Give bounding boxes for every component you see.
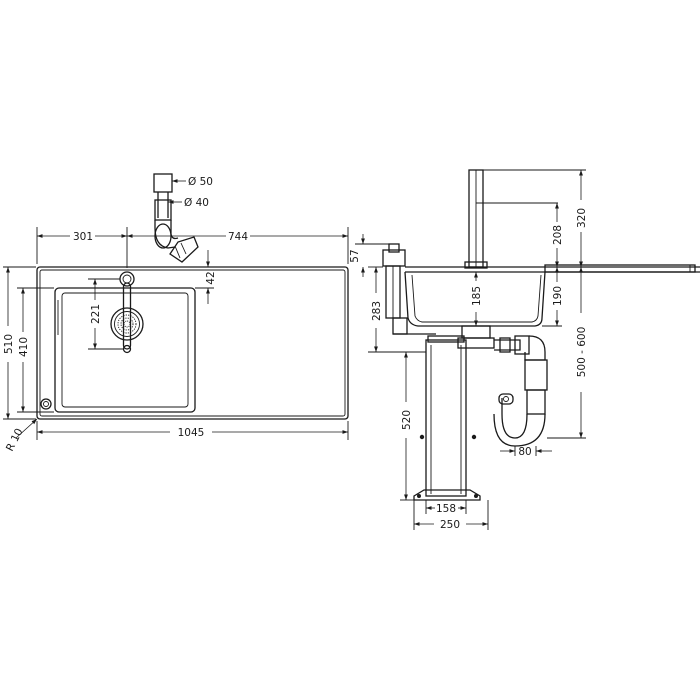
bowl-inner [61, 292, 189, 408]
drain-assembly [457, 325, 546, 361]
support-leg [413, 335, 481, 501]
waste-pipe-fitting [153, 173, 199, 263]
bowl-outline [54, 287, 196, 413]
side-view: 320 208 190 185 500 - 600 57 283 520 [349, 169, 700, 531]
dim-deck-offset: 57 [349, 249, 361, 262]
dim-trap-width: 80 [518, 446, 531, 458]
trap [493, 359, 548, 447]
countertop [405, 264, 700, 273]
dim-spout-reach: 221 [90, 304, 102, 324]
mixer-tap-side [464, 169, 488, 269]
dim-cabinet-range: 500 - 600 [576, 327, 588, 378]
sink-rim [39, 269, 346, 417]
dim-bowl-depth-side: 190 [552, 286, 564, 306]
dim-overall-depth: 510 [3, 334, 15, 354]
dim-foot-outer: 250 [440, 519, 460, 531]
dim-left-offset: 301 [73, 231, 93, 243]
drain-strainer [110, 307, 144, 341]
side-bracket [382, 243, 436, 335]
dim-foot-inner: 158 [436, 503, 456, 515]
dim-tap-to-edge: 42 [205, 271, 217, 284]
overflow-button [40, 398, 52, 410]
dim-overall-width: 1045 [178, 427, 205, 439]
plan-view: Ø 50 Ø 40 301 744 42 221 510 410 [3, 173, 349, 454]
dim-bowl-depth: 410 [18, 337, 30, 357]
dim-leg-height: 520 [401, 410, 413, 430]
dim-drain-depth: 185 [471, 286, 483, 306]
mixer-tap-plan [119, 271, 135, 354]
dim-pipe-outer: Ø 50 [188, 176, 213, 188]
dim-corner-radius: R 10 [4, 427, 26, 454]
dim-spout-height: 208 [552, 225, 564, 245]
dim-side-height: 283 [371, 301, 383, 321]
dim-mixer-height: 320 [576, 208, 588, 228]
sink-outline [36, 266, 349, 420]
dim-pipe-inner: Ø 40 [184, 197, 209, 209]
dim-right-offset: 744 [228, 231, 248, 243]
